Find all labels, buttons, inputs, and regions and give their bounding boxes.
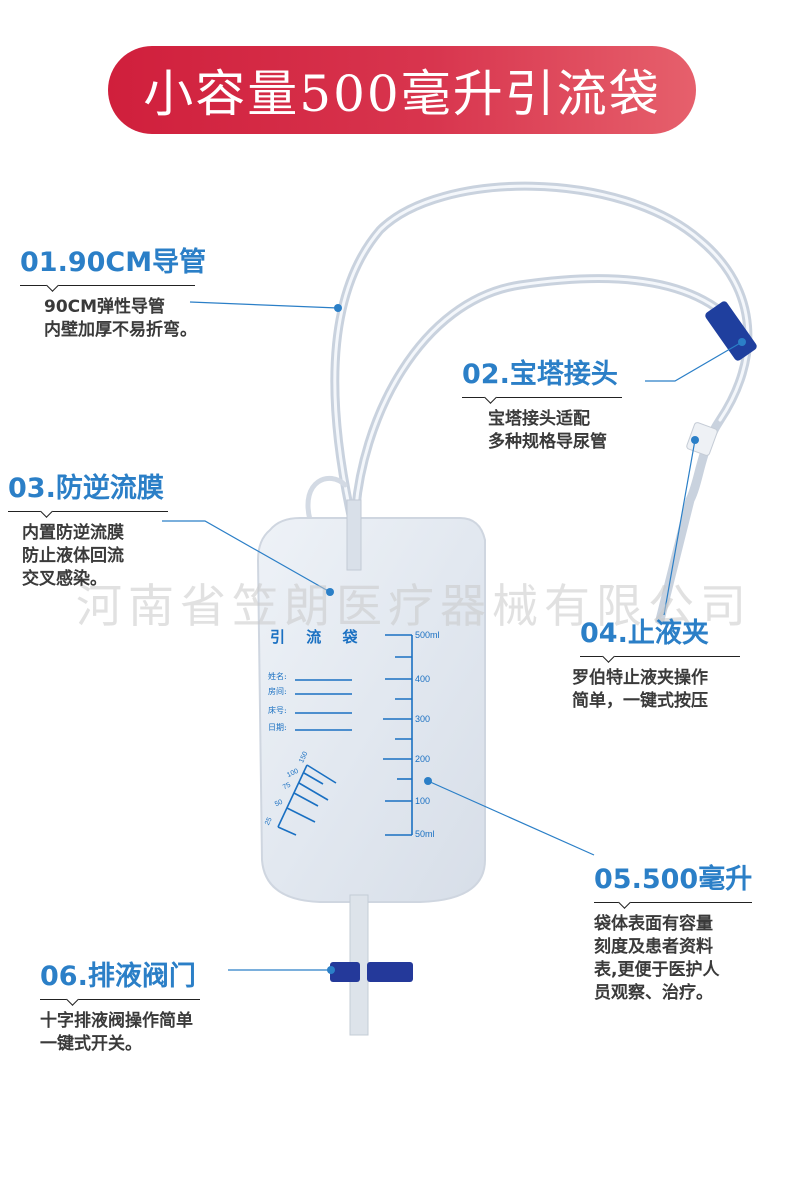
- banner-title: 小容量500毫升引流袋: [143, 65, 661, 123]
- field-name: 姓名:: [268, 672, 287, 681]
- connector-cap: [705, 301, 757, 361]
- callout-connector: 02.宝塔接头 宝塔接头适配 多种规格导尿管: [462, 352, 622, 454]
- scale-500: 500ml: [415, 630, 440, 640]
- field-bed: 床号:: [268, 706, 287, 715]
- field-room: 房间:: [268, 687, 287, 696]
- callout-capacity: 05.500毫升 袋体表面有容量 刻度及患者资料 表,更便于医护人 员观察、治疗…: [594, 857, 752, 1005]
- bag-print-title: 引 流 袋: [270, 628, 366, 646]
- leader-dots: [326, 304, 746, 974]
- callout-description: 宝塔接头适配 多种规格导尿管: [488, 409, 607, 452]
- scale-100: 100: [415, 796, 431, 806]
- scale-50: 50ml: [415, 829, 435, 839]
- callout-description: 90CM弹性导管 内壁加厚不易折弯。: [44, 297, 197, 340]
- clamp: [686, 422, 718, 456]
- callout-description: 内置防逆流膜 防止液体回流 交叉感染。: [22, 523, 124, 589]
- callout-title: 05.500毫升: [594, 864, 753, 895]
- company-watermark: 河南省笠朗医疗器械有限公司: [76, 579, 752, 633]
- valve-right: [367, 962, 413, 982]
- callout-description: 罗伯特止液夹操作 简单，一键式按压: [572, 668, 708, 711]
- scale-400: 400: [415, 674, 431, 684]
- divider: [580, 650, 740, 663]
- title-banner: 小容量500毫升引流袋: [108, 46, 696, 134]
- field-date: 日期:: [268, 723, 287, 732]
- valve-left: [330, 962, 360, 982]
- callout-title: 02.宝塔接头: [462, 359, 618, 390]
- callout-description: 袋体表面有容量 刻度及患者资料 表,更便于医护人 员观察、治疗。: [594, 914, 720, 1003]
- callout-title: 01.90CM导管: [20, 247, 207, 278]
- divider: [20, 279, 195, 292]
- callout-drain-valve: 06.排液阀门 十字排液阀操作简单 一键式开关。: [40, 954, 200, 1056]
- callout-title: 04.止液夹: [580, 618, 709, 649]
- scale-200: 200: [415, 754, 431, 764]
- callout-clamp: 04.止液夹 罗伯特止液夹操作 简单，一键式按压: [572, 611, 740, 713]
- callout-anti-reflux: 03.防逆流膜 内置防逆流膜 防止液体回流 交叉感染。: [8, 466, 168, 591]
- volume-scale: [277, 634, 413, 836]
- divider: [462, 391, 622, 404]
- callout-description: 十字排液阀操作简单 一键式开关。: [40, 1011, 193, 1054]
- scale-300: 300: [415, 714, 431, 724]
- callout-title: 03.防逆流膜: [8, 473, 164, 504]
- tube: [305, 181, 753, 625]
- divider: [594, 896, 752, 909]
- callout-title: 06.排液阀门: [40, 961, 196, 992]
- bag-body: [256, 517, 486, 903]
- callout-catheter: 01.90CM导管 90CM弹性导管 内壁加厚不易折弯。: [20, 240, 207, 342]
- divider: [8, 505, 168, 518]
- leader-lines: [162, 301, 743, 971]
- divider: [40, 993, 200, 1006]
